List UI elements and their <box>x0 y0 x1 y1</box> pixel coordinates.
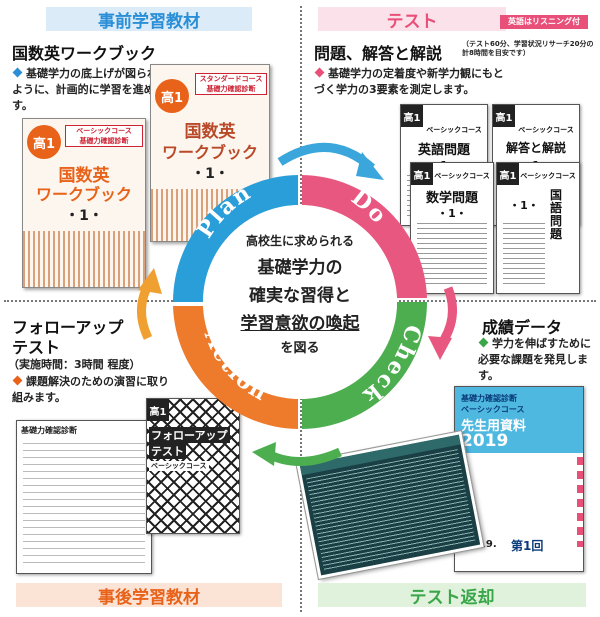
booklet-title: 国語問題 <box>549 188 562 241</box>
do-title-note: （テスト60分、学習状況リサーチ20分の計8時間を目安です） <box>462 40 594 57</box>
action-title-line1: フォローアップ <box>12 318 124 337</box>
book-vol: ・1・ <box>65 208 103 224</box>
arrow-plan-to-do <box>277 142 376 172</box>
plan-bullet: 基礎学力の底上げが図られるように、計画的に学習を進めます。 <box>12 66 170 114</box>
do-bullet-text: 基礎学力の定着度や新学力観にもとづく学力の3要素を測定します。 <box>314 67 504 96</box>
action-band-bg <box>16 583 282 607</box>
arrowhead-do-to-check <box>428 336 452 360</box>
series-label: ベーシックコース 基礎力確認診断 <box>65 125 143 147</box>
ring-check <box>302 302 427 429</box>
index-tabs <box>577 457 583 547</box>
center-line2: 基礎学力の <box>257 258 343 278</box>
check-bullet-text: 学力を伸ばすために必要な課題を発見します。 <box>478 337 591 382</box>
listening-tag: 英語はリスニング付 <box>500 15 588 29</box>
test-booklet-math: 高1 ベーシックコース 数学問題 ・1・ <box>410 162 494 294</box>
center-text: 高校生に求められる 基礎学力の 確実な習得と 学習意欲の喚起 を図る <box>203 232 397 356</box>
grade-badge: 高1 <box>147 399 169 421</box>
action-subtitle: （実施時間：3時間 程度） <box>8 358 141 371</box>
center-disc <box>203 205 397 399</box>
book-title-2: ワークブック <box>161 143 258 162</box>
arrowhead-check-to-action <box>252 442 276 466</box>
action-bullet-text: 課題解決のための演習に取り組みます。 <box>12 375 169 404</box>
workbook-basic: 高1 ベーシックコース 基礎力確認診断 国数英 ワークブック ・1・ <box>22 118 146 288</box>
booklet-series: ベーシックコース <box>434 172 490 180</box>
followup-series: ベーシックコース <box>149 461 209 471</box>
plan-band-label: 事前学習教材 <box>98 11 200 32</box>
booklet-title: 数学問題 <box>425 191 478 206</box>
booklet-text-lines <box>503 223 545 287</box>
arrowhead-plan-to-do <box>356 152 384 180</box>
center-line3: 確実な習得と <box>249 286 351 306</box>
teacher-title: 先生用資料 <box>461 419 527 434</box>
check-band: テスト返却 <box>308 580 596 610</box>
plan-band-bg <box>46 7 252 31</box>
booklet-text-lines <box>417 223 487 287</box>
grade-badge: 高1 <box>497 163 519 185</box>
center-line5: を図る <box>280 341 320 356</box>
test-booklet-japanese: 高1 ベーシックコース 国語問題 ・1・ <box>496 162 580 294</box>
followup-test-booklet: 高1 フォローアップ テスト ベーシックコース <box>146 398 240 534</box>
teacher-header <box>455 387 583 453</box>
booklet-vol: ・1・ <box>437 207 467 220</box>
book-title-1: 国数英 <box>58 166 110 186</box>
booklet-vol: ・1・ <box>509 199 539 212</box>
do-band-bg <box>318 7 506 31</box>
plan-band: 事前学習教材 <box>6 4 292 34</box>
check-bullet: 学力を伸ばすために必要な課題を発見します。 <box>478 336 594 384</box>
book-vol: ・1・ <box>191 166 229 182</box>
teacher-vol: 第1回 <box>511 539 544 553</box>
action-bullet: 課題解決のための演習に取り組みます。 <box>12 374 172 406</box>
arrowhead-action-to-plan <box>138 268 162 294</box>
followup-title-2: テスト <box>149 443 186 459</box>
grade-badge: 高1 <box>401 105 423 127</box>
do-band-label: テスト <box>386 11 438 32</box>
ring-do <box>302 175 427 298</box>
do-band: テスト <box>308 4 596 34</box>
teacher-series: 基礎力確認診断 ベーシックコース <box>461 394 525 414</box>
cover-pattern <box>23 231 145 287</box>
plan-bullet-text: 基礎学力の底上げが図られるように、計画的に学習を進めます。 <box>12 67 169 112</box>
book-title-1: 国数英 <box>184 122 236 142</box>
do-title: 問題、解答と解説 <box>314 44 443 63</box>
sheet-text-lines <box>23 443 145 565</box>
book-title-2: ワークブック <box>35 185 132 204</box>
grade-badge: 高1 <box>493 105 515 127</box>
workbook-standard: 高1 スタンダードコース 基礎力確認診断 国数英 ワークブック ・1・ <box>150 64 270 242</box>
series-label: スタンダードコース 基礎力確認診断 <box>195 73 267 95</box>
ring-plan <box>173 175 298 302</box>
arrow-check-to-action <box>265 447 342 467</box>
action-title-line2: テスト <box>12 338 61 357</box>
check-band-bg <box>318 583 586 607</box>
booklet-series: ベーシックコース <box>426 126 482 134</box>
booklet-title: 英語問題 <box>417 143 470 158</box>
grade-badge: 高1 <box>27 125 61 159</box>
sheet-title: 基礎力確認診断 <box>21 426 77 435</box>
action-band-label: 事後学習教材 <box>98 587 200 608</box>
grade-badge: 高1 <box>411 163 433 185</box>
grade-badge: 高1 <box>155 79 189 113</box>
action-band: 事後学習教材 <box>6 580 292 610</box>
ring-action <box>173 306 298 429</box>
plan-title: 国数英ワークブック <box>12 44 157 63</box>
booklet-series: ベーシックコース <box>520 172 576 180</box>
check-band-label: テスト返却 <box>409 587 495 608</box>
check-title: 成績データ <box>482 318 563 337</box>
followup-title-1: フォローアップ <box>149 427 230 443</box>
booklet-title: 解答と解説 <box>505 141 566 155</box>
center-line1: 高校生に求められる <box>245 234 354 248</box>
teacher-year: 2019 <box>461 431 509 451</box>
booklet-series: ベーシックコース <box>518 126 574 134</box>
center-line4: 学習意欲の喚起 <box>240 314 360 334</box>
do-bullet: 基礎学力の定着度や新学力観にもとづく学力の3要素を測定します。 <box>314 66 514 98</box>
diagnosis-sheet: 基礎力確認診断 <box>16 420 152 574</box>
